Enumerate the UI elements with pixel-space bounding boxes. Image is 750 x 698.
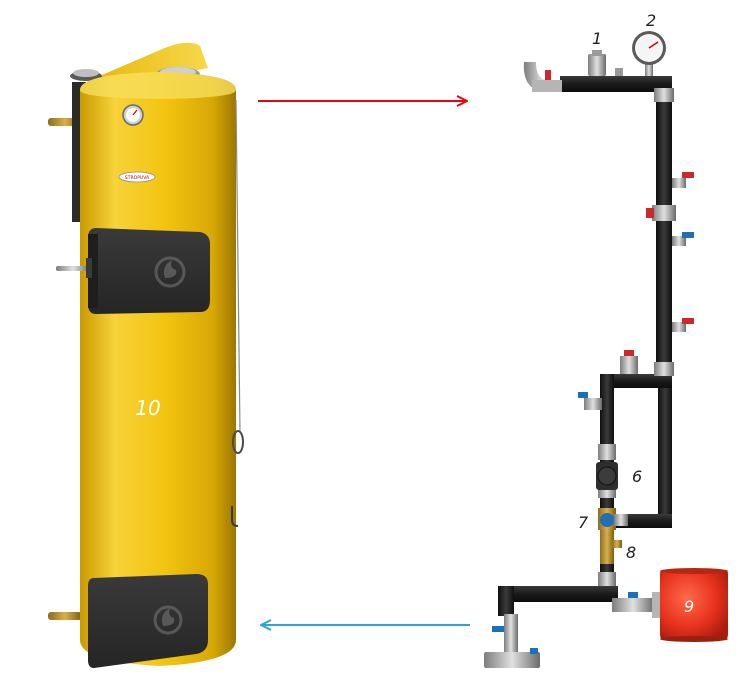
brand-badge [118, 171, 156, 183]
side-valve [672, 232, 694, 246]
expansion-tank [652, 568, 728, 642]
label-filter: 8 [626, 543, 636, 562]
chain-ring [232, 430, 244, 454]
valve-red-handle [545, 70, 551, 80]
circulation-pump [596, 462, 618, 498]
label-air-vent: 1 [592, 29, 602, 48]
piping-assembly: 1 2 [484, 11, 728, 668]
riser-pipe [656, 92, 672, 378]
chain-hook [231, 506, 239, 527]
label-pressure-gauge: 2 [646, 11, 656, 30]
drain-assembly [484, 614, 540, 668]
label-pump: 6 [632, 467, 642, 486]
top-manifold [560, 76, 672, 92]
label-boiler: 10 [135, 396, 160, 420]
mid-coupling [646, 205, 676, 221]
loop-top-pipe [600, 374, 672, 388]
loop-top-valve [620, 350, 638, 374]
strainer-filter [600, 530, 622, 564]
brand-text: STROPUVA [125, 175, 150, 181]
label-three-way-valve: 7 [578, 513, 589, 532]
ash-door [88, 574, 208, 668]
air-vent [588, 50, 606, 76]
bottom-manifold [498, 586, 618, 602]
flame-emblem-icon [154, 256, 186, 288]
door-handle [56, 266, 90, 271]
tank-connector [612, 598, 654, 612]
side-valve [672, 172, 694, 188]
upper-loading-door [88, 228, 210, 314]
boiler-return-stub [48, 612, 82, 620]
bypass-valve [578, 392, 602, 410]
draft-chain [235, 99, 241, 433]
side-valve [672, 318, 694, 332]
pressure-gauge [632, 31, 666, 76]
flame-emblem-icon [153, 605, 183, 635]
loop-right-pipe [658, 388, 672, 528]
three-way-valve [598, 508, 628, 530]
boiler-body [80, 72, 236, 666]
label-expansion-tank: 9 [684, 597, 694, 616]
boiler: STROPUVA 10 [48, 42, 244, 668]
